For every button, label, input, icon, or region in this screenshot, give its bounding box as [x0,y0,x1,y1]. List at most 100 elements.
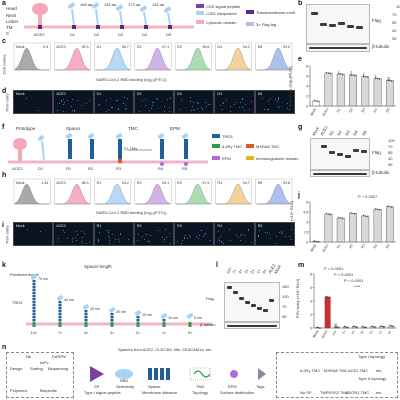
fluorescent-cell [192,101,194,103]
repeat-count: 7× [58,331,62,335]
significance-label: **** [362,72,366,78]
rbd-head [30,274,38,280]
x-tick-label: 1× [378,329,383,334]
fluorescent-cell [148,240,150,242]
replicate-point [350,212,352,214]
n-left-sorting: Sorting [30,366,43,371]
fluorescent-cell [226,99,228,101]
hist-name: ACE2 [56,45,65,49]
kda-l-100: 100 [282,294,289,299]
hist-percent: 98.3 [82,181,89,185]
fluorescent-cell [196,107,198,109]
n-right-bottom-2: ASGR1 TMC [346,390,370,395]
microscopy-tile-label: Mock [16,92,25,96]
hist-name: D1 [97,45,102,49]
n-module-spacer-title: Spacer [148,384,161,389]
f-name-r4: R4 [158,166,164,171]
fluorescent-cell [64,101,66,103]
spacer-unit [32,298,36,301]
fluorescent-cell [142,99,144,101]
spacer-unit [32,286,36,289]
hist-curve [95,47,131,71]
panel-letter-d: d [2,88,7,95]
bar [349,74,357,107]
replicate-point [315,100,317,102]
fluorescent-cell [221,242,223,244]
repeat-count: 1× [162,331,166,335]
replicate-point [338,216,340,218]
construct-name-d4: D4 [142,32,148,37]
bar [361,76,370,107]
fluorescent-cell [137,240,139,242]
fluorescent-cell [258,230,260,232]
row-label-c: C [6,31,10,36]
fluorescent-cell [115,238,117,240]
fluorescent-cell [112,233,114,235]
replicate-point [389,324,391,326]
f-name-d1: D1 [38,166,44,171]
n-left-design: Design [10,366,23,371]
fluorescent-cell [210,104,212,106]
fluorescent-cell [234,104,236,106]
replicate-point [380,325,382,327]
replicate-point [340,217,342,219]
fluorescent-cell [145,99,147,101]
fluorescent-cell [139,110,141,112]
rbd-head [160,313,168,319]
panel-letter-f: f [2,124,5,131]
hist-curve [135,183,171,205]
k-head-label: Predicted length [10,272,39,277]
fluorescent-cell [178,108,180,110]
x-tick-label: D5 [385,107,391,113]
bar [324,213,333,243]
fluorescent-cell [269,233,271,235]
x-tick-label: D1 [336,107,342,113]
microscopy-tile-label: D2 [136,92,142,96]
fluorescent-cell [120,233,122,235]
y-tick-label: 6 [310,286,312,290]
legend-swatch-signal-peptide [196,4,204,8]
panel-letter-b: b [298,0,303,7]
length-d3: 145 aa [104,2,117,7]
fluorescent-cell [278,106,280,108]
replicate-point [327,296,329,298]
fluorescent-cell [146,233,148,235]
legend-label-signal-peptide: CDS signal peptide [206,4,241,9]
fluorescent-cell [128,238,130,240]
fluorescent-cell [62,98,64,100]
western-blot-b [306,4,370,44]
fluorescent-cell [83,233,85,235]
fluorescent-cell [286,107,288,109]
hist-curve [256,47,292,71]
panel-letter-h: h [2,172,7,179]
predicted-length: 20 nm [116,310,126,314]
fluorescent-cell [243,234,245,236]
replicate-point [354,213,356,215]
replicate-point [315,240,317,242]
spacer-unit [32,292,36,295]
replicate-point [350,73,352,75]
microscopy-tile-label: R4 [217,224,223,228]
legend-label-mxra8: MXRA8 TMC [256,144,280,149]
fluorescent-cell [278,98,280,100]
x-tick-label: ACE2 [321,107,329,117]
n-caption: Spacers from ACE2, CLEC4M, Nfs, CEACAM1a… [118,347,213,352]
legend-label-tm: Transmembrane motif [256,10,295,15]
fluorescent-cell [203,235,205,237]
replicate-point [317,327,320,329]
replicate-point [329,214,331,216]
bar [336,73,345,107]
n-right-top-3: etc. [376,368,383,373]
fluorescent-cell [71,106,73,108]
replicate-point [313,240,315,242]
fluorescent-cell [105,110,107,112]
n-module-rbd-title: RBD [120,378,129,383]
fluorescent-cell [241,107,243,109]
panel-letter-c: c [2,38,6,45]
tm-segment [188,322,192,327]
fluorescent-cell [267,100,269,102]
n-right-bottom-title: Type II topology [358,376,387,381]
fluorescent-cell [80,105,82,107]
